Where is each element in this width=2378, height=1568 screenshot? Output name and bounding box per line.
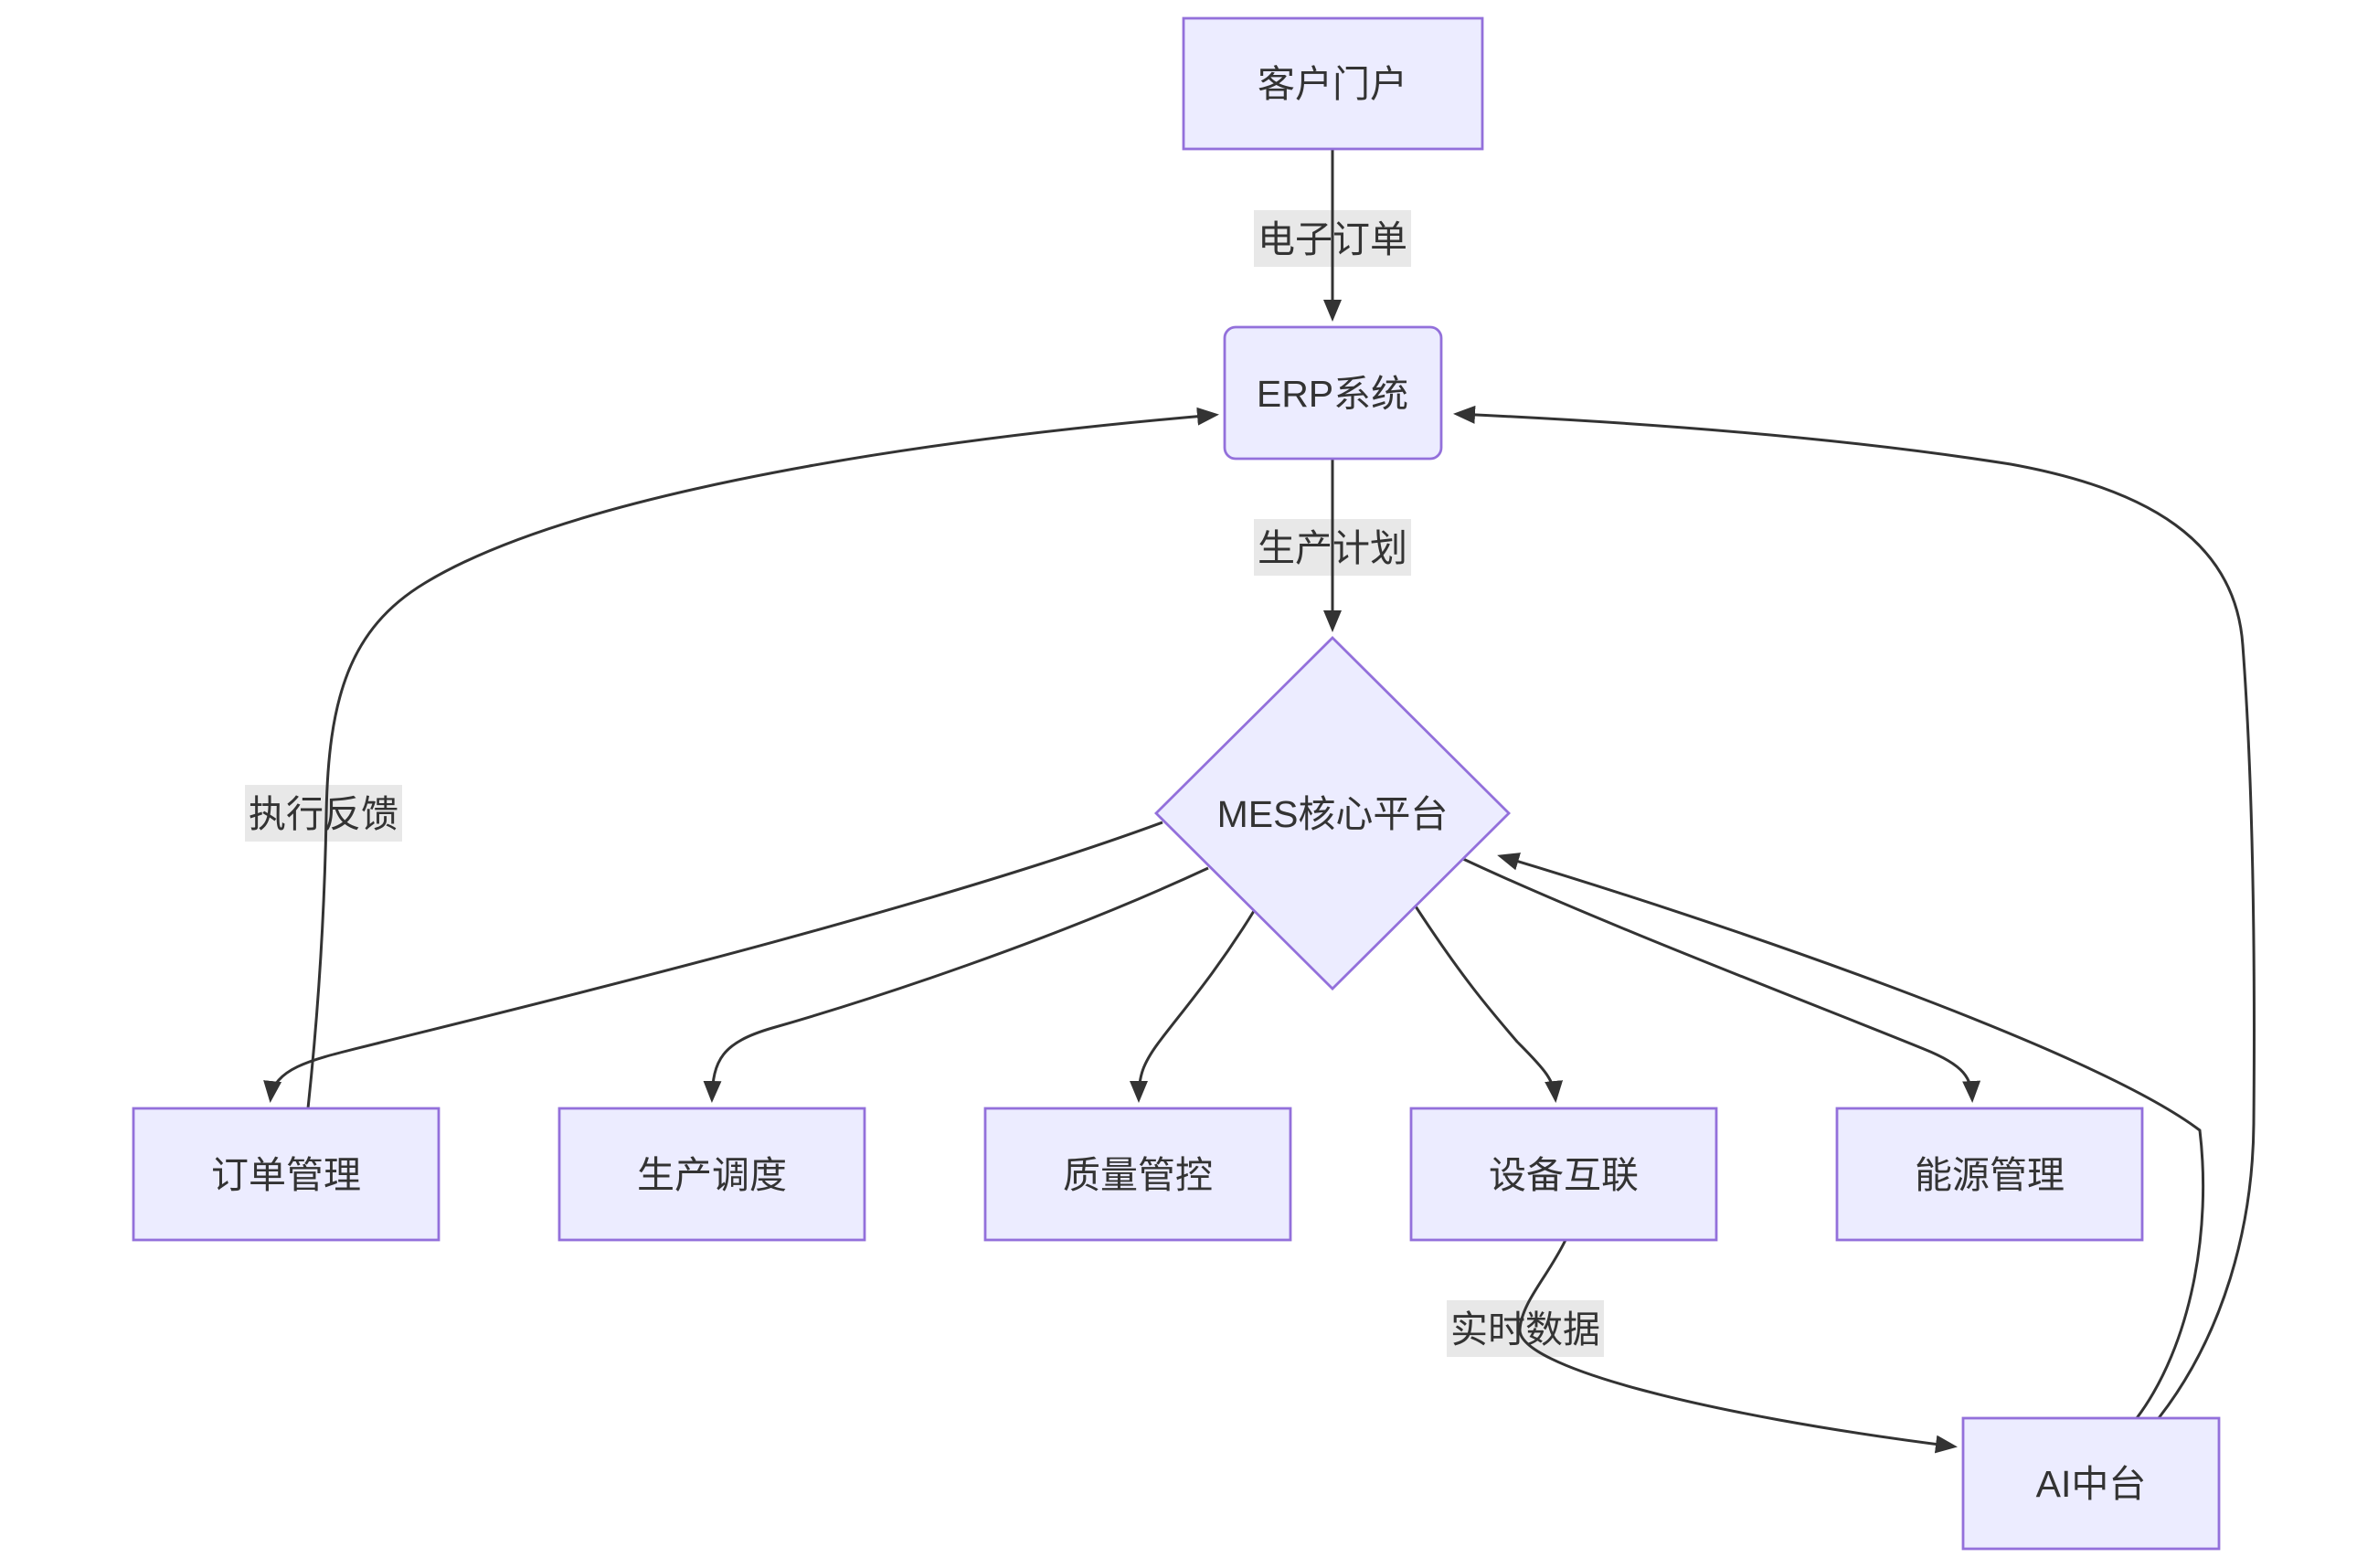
node-equipment-label: 设备互联 <box>1489 1154 1639 1196</box>
edge-labels: 电子订单 生产计划 执行反馈 实时数据 <box>249 218 1600 1351</box>
node-energy-shape <box>1835 1107 2144 1242</box>
edge-order-mgmt-to-erp-feedback <box>306 407 1219 1109</box>
node-erp: ERP系统 <box>1223 325 1443 461</box>
edge-label-realtime-data: 实时数据 <box>1450 1308 1600 1351</box>
node-ai-platform: AI中台 <box>1961 1416 2221 1551</box>
node-customer-portal-label: 客户门户 <box>1258 63 1407 105</box>
edge-label-production-plan: 生产计划 <box>1258 527 1407 569</box>
node-quality-shape <box>983 1107 1292 1242</box>
node-energy-label: 能源管理 <box>1915 1154 2065 1196</box>
edge-mes-to-equipment <box>1414 906 1564 1103</box>
edge-ai-to-erp <box>1453 405 2256 1419</box>
edge-label-execution-feedback: 执行反馈 <box>249 793 398 835</box>
node-order-mgmt-shape <box>132 1107 441 1242</box>
node-customer-portal-shape <box>1182 16 1484 151</box>
node-mes-shape <box>1154 636 1511 991</box>
edge-ai-to-mes <box>1497 853 2205 1419</box>
node-mes: MES核心平台 <box>1154 636 1511 991</box>
node-erp-label: ERP系统 <box>1257 373 1408 415</box>
node-scheduling-label: 生产调度 <box>637 1154 787 1196</box>
edge-mes-to-order-mgmt <box>263 821 1163 1103</box>
node-scheduling: 生产调度 <box>557 1107 866 1242</box>
node-erp-shape <box>1223 325 1443 461</box>
edges <box>263 149 2256 1454</box>
node-order-mgmt: 订单管理 <box>132 1107 441 1242</box>
node-mes-label: MES核心平台 <box>1217 793 1449 835</box>
edge-mes-to-energy <box>1462 857 1981 1103</box>
edge-label-bg-execution-feedback <box>245 785 402 842</box>
node-scheduling-shape <box>557 1107 866 1242</box>
node-energy: 能源管理 <box>1835 1107 2144 1242</box>
node-ai-platform-label: AI中台 <box>2036 1463 2147 1505</box>
edge-label-electronic-order: 电子订单 <box>1258 218 1407 260</box>
node-ai-platform-shape <box>1961 1416 2221 1551</box>
edge-equipment-to-ai-realtime <box>1518 1239 1958 1454</box>
node-quality-label: 质量管控 <box>1063 1154 1213 1196</box>
node-equipment: 设备互联 <box>1409 1107 1718 1242</box>
node-quality: 质量管控 <box>983 1107 1292 1242</box>
node-order-mgmt-label: 订单管理 <box>211 1154 361 1196</box>
edge-mes-to-scheduling <box>703 866 1209 1103</box>
node-customer-portal: 客户门户 <box>1182 16 1484 151</box>
node-equipment-shape <box>1409 1107 1718 1242</box>
edge-mes-to-quality <box>1130 910 1256 1103</box>
